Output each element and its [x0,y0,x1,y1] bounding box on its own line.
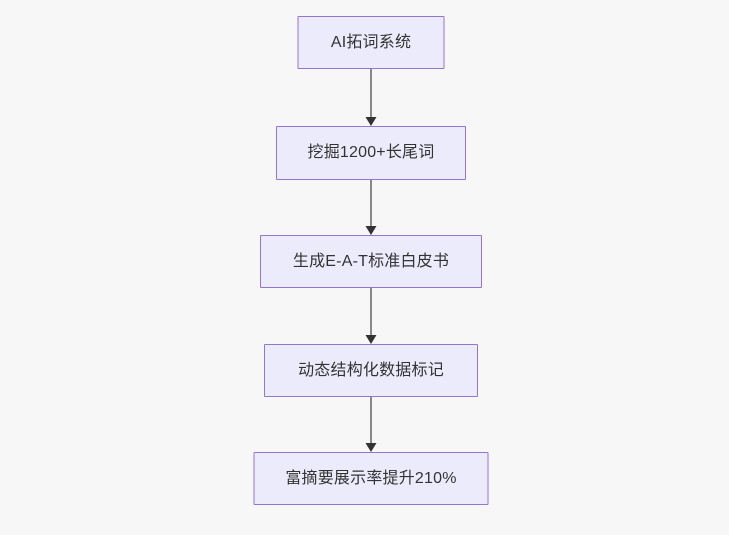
flow-node-label: 挖掘1200+长尾词 [307,144,435,162]
flow-node-4[interactable]: 动态结构化数据标记 [264,344,478,397]
flow-edge-node-3-to-node-4 [359,288,383,344]
flow-edge-node-1-to-node-2 [359,69,383,126]
flow-edge-node-4-to-node-5 [359,397,383,452]
flow-node-3[interactable]: 生成E-A-T标准白皮书 [260,235,482,288]
flow-node-label: 富摘要展示率提升210% [285,469,457,487]
flow-edge-arrowhead [365,443,377,452]
flow-node-label: 生成E-A-T标准白皮书 [292,252,450,270]
flow-edge-arrowhead [365,335,377,344]
flow-node-2[interactable]: 挖掘1200+长尾词 [276,126,466,180]
flow-node-label: AI拓词系统 [330,33,412,51]
flow-node-5[interactable]: 富摘要展示率提升210% [253,452,489,505]
flow-node-1[interactable]: AI拓词系统 [297,16,445,69]
flow-node-label: 动态结构化数据标记 [298,361,444,379]
flow-edge-arrowhead [365,226,377,235]
flow-edge-node-2-to-node-3 [359,180,383,235]
flow-edge-arrowhead [365,117,377,126]
